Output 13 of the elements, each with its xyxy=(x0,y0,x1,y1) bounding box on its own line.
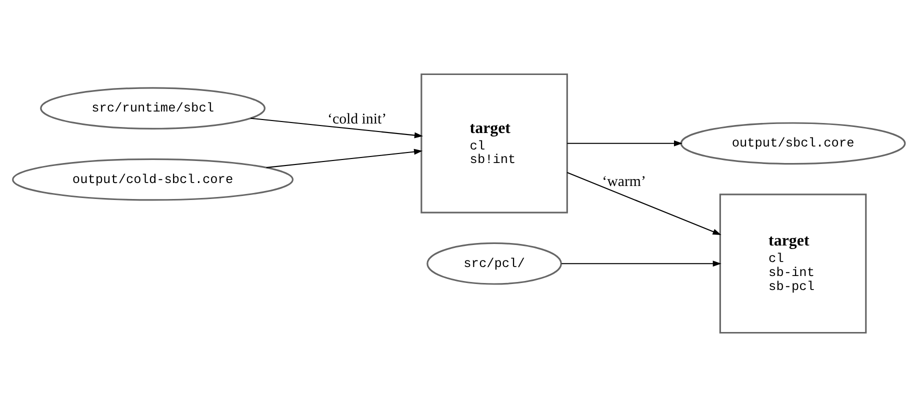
node-ellipse: output/cold-sbcl.core xyxy=(12,158,294,200)
arrow xyxy=(567,140,682,146)
arrow xyxy=(566,172,722,234)
arrow xyxy=(266,148,423,168)
node-box: target cl sb-int sb-pcl xyxy=(719,193,867,334)
arrow xyxy=(250,117,423,138)
node-ellipse: src/pcl/ xyxy=(426,242,562,284)
edge-label: ‘cold init’ xyxy=(328,110,387,127)
node-box: target cl sb!int xyxy=(420,72,568,213)
node-ellipse: output/sbcl.core xyxy=(680,122,906,164)
edge-label: ‘warm’ xyxy=(602,174,646,190)
node-ellipse: src/runtime/sbcl xyxy=(40,86,266,129)
arrow xyxy=(562,260,722,266)
